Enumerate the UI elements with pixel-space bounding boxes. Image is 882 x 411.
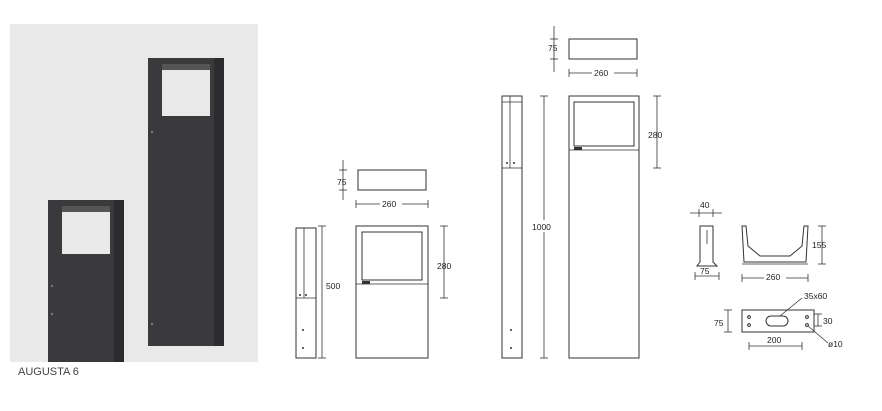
product-photo <box>10 24 258 362</box>
bracket-side-width-label: 75 <box>700 266 710 276</box>
tall-window-height-label: 280 <box>648 130 662 140</box>
bollard-render <box>48 58 224 362</box>
mounting-bracket-drawing: 40 75 260 155 75 35x60 <box>690 200 843 350</box>
bracket-height-label: 155 <box>812 240 826 250</box>
small-bollard-render <box>48 200 124 362</box>
bracket-thickness-label: 40 <box>700 200 710 210</box>
bracket-base-depth-label: 75 <box>714 318 724 328</box>
tall-width-label: 260 <box>594 68 608 78</box>
small-window-height-label: 280 <box>437 261 451 271</box>
tall-cap-height-label: 75 <box>548 43 558 53</box>
bracket-front-width-label: 260 <box>766 272 780 282</box>
small-bollard-drawing: 75 260 500 280 <box>295 160 451 359</box>
tall-bollard-drawing: 75 260 1000 280 <box>501 26 662 359</box>
bracket-hole-spacing-label: 200 <box>767 335 781 345</box>
small-width-label: 260 <box>382 199 396 209</box>
tall-height-label: 1000 <box>532 222 551 232</box>
bracket-slot-label: 35x60 <box>804 291 827 301</box>
small-cap-height-label: 75 <box>337 177 347 187</box>
bracket-slot-offset-label: 30 <box>823 316 833 326</box>
bracket-hole-diameter-label: ø10 <box>828 339 843 349</box>
small-height-label: 500 <box>326 281 340 291</box>
tall-bollard-render <box>148 58 224 346</box>
product-caption: AUGUSTA 6 <box>18 366 79 378</box>
